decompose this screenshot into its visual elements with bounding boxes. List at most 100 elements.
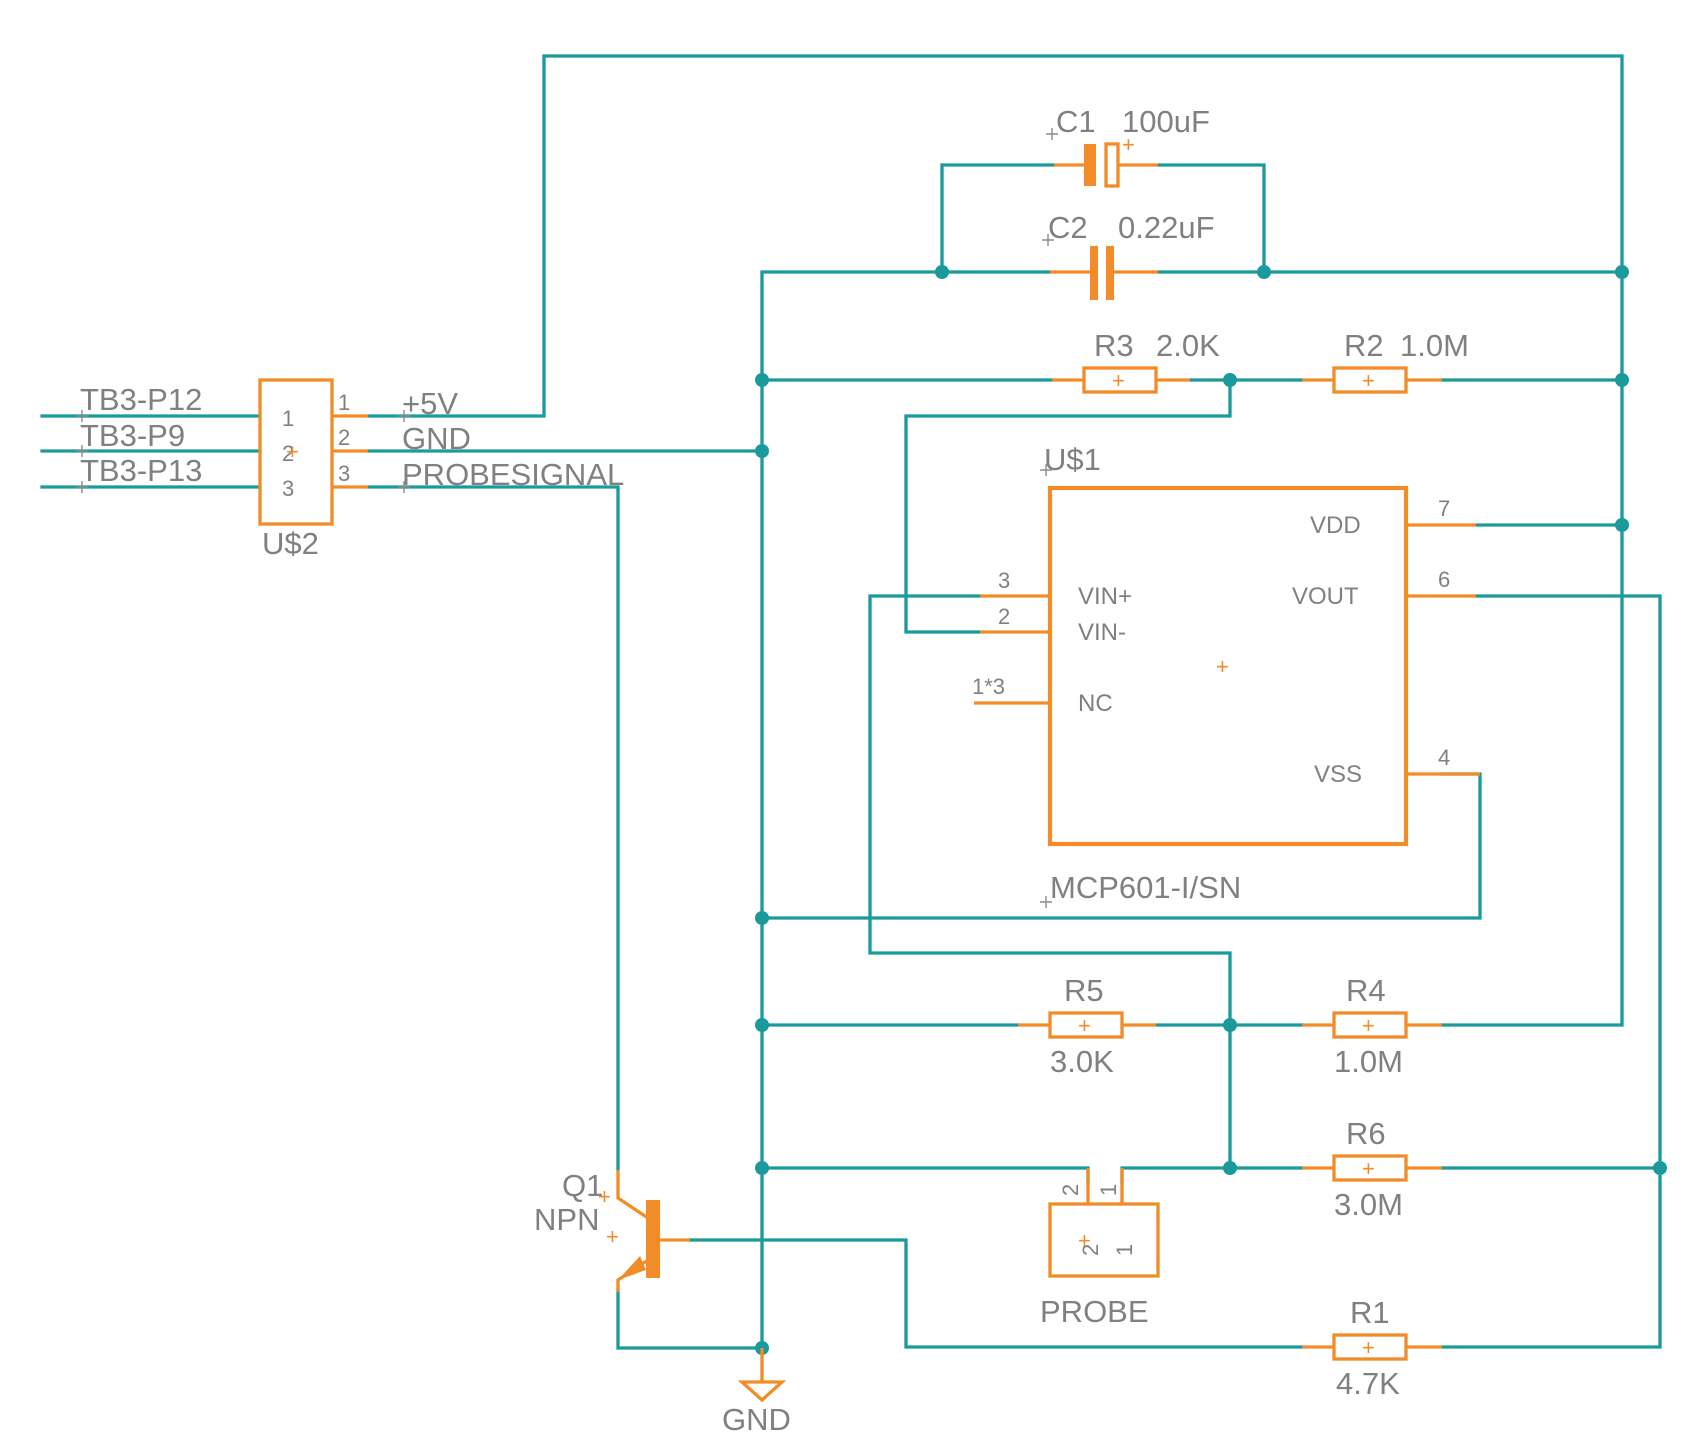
opamp-u1-pinname-vin-minus: VIN- — [1078, 619, 1126, 646]
origin-cross: + — [1362, 1335, 1375, 1360]
ground-symbol[interactable]: GND — [722, 1348, 791, 1436]
r3-value: 2.0K — [1156, 328, 1220, 363]
opamp-u1-pinnum-4: 4 — [1438, 745, 1450, 770]
resistor-r1[interactable]: + R1 4.7K — [1302, 1295, 1442, 1401]
c1-plate-pos — [1104, 142, 1120, 188]
junction — [1223, 1161, 1237, 1175]
net-label-5v: +5V — [402, 386, 458, 421]
opamp-u1-pinnum-6: 6 — [1438, 567, 1450, 592]
origin-cross — [1040, 896, 1052, 908]
capacitor-c2[interactable]: C2 0.22uF — [1048, 210, 1215, 300]
origin-cross — [76, 410, 88, 422]
wire-vin-minus — [904, 378, 1232, 634]
connector-u2-inner-1: 1 — [282, 406, 294, 431]
junction — [1615, 265, 1629, 279]
net-label-tb3-p12: TB3-P12 — [80, 382, 202, 417]
junction — [1653, 1161, 1667, 1175]
origin-cross — [1040, 464, 1052, 476]
opamp-u1-pinname-vdd: VDD — [1310, 512, 1361, 539]
c1-polarity-icon: + — [1122, 132, 1135, 157]
gnd-label: GND — [722, 1402, 791, 1436]
junction — [1615, 373, 1629, 387]
origin-cross — [1046, 128, 1058, 140]
wire-probesignal — [366, 485, 620, 1172]
net-label-tb3-p13: TB3-P13 — [80, 453, 202, 488]
junction — [1223, 1018, 1237, 1032]
r1-name: R1 — [1350, 1295, 1390, 1330]
q1-name: Q1 — [562, 1168, 603, 1203]
origin-cross — [76, 445, 88, 457]
junction — [755, 444, 769, 458]
origin-cross: + — [598, 1184, 611, 1209]
connector-u2[interactable]: 1 2 3 1 2 3 + U$2 TB3-P12 TB3-P9 TB3-P13… — [80, 378, 624, 561]
wire-vout — [1440, 594, 1662, 1349]
r6-name: R6 — [1346, 1116, 1386, 1151]
connector-u2-inner-3: 3 — [282, 476, 294, 501]
wire-q1-emitter — [616, 1288, 764, 1350]
gnd-triangle-icon — [737, 1380, 787, 1403]
opamp-u1-pinname-vout: VOUT — [1292, 583, 1359, 610]
origin-cross: + — [1078, 1228, 1091, 1253]
opamp-u1-value: MCP601-I/SN — [1050, 870, 1241, 905]
net-label-probesignal: PROBESIGNAL — [402, 457, 624, 492]
opamp-u1-body — [1047, 485, 1409, 847]
q1-value: NPN — [534, 1202, 599, 1237]
resistor-r2[interactable]: + R2 1.0M — [1302, 328, 1469, 394]
c2-name: C2 — [1048, 210, 1088, 245]
origin-cross: + — [1112, 368, 1125, 393]
opamp-u1-pinname-nc: NC — [1078, 690, 1113, 717]
q1-collector-lead — [616, 1170, 649, 1220]
c1-value: 100uF — [1122, 104, 1210, 139]
probe-inner-1: 1 — [1112, 1244, 1137, 1256]
opamp-u1-pinnum-7: 7 — [1438, 496, 1450, 521]
opamp-u1-name: U$1 — [1044, 442, 1101, 477]
connector-u2-pinnum-3: 3 — [338, 461, 350, 486]
c2-plate-left — [1090, 246, 1098, 300]
resistor-r4[interactable]: + R4 1.0M — [1302, 973, 1442, 1079]
opamp-u1-pinnum-3: 3 — [998, 568, 1010, 593]
opamp-u1[interactable]: U$1 MCP601-I/SN + 3 2 1*3 VIN+ VIN- NC 7… — [972, 442, 1480, 905]
junction — [755, 1161, 769, 1175]
wires — [40, 54, 1662, 1350]
c2-value: 0.22uF — [1118, 210, 1215, 245]
c2-plate-right — [1106, 246, 1114, 300]
r4-value: 1.0M — [1334, 1044, 1403, 1079]
net-label-tb3-p9: TB3-P9 — [80, 418, 185, 453]
capacitor-c1[interactable]: + C1 100uF — [1054, 104, 1210, 188]
wire-c1-left — [940, 163, 1056, 274]
connector-u2-pinnum-1: 1 — [338, 390, 350, 415]
wire-probe-pin2 — [760, 1166, 1090, 1184]
junction — [755, 1018, 769, 1032]
probe-body — [1048, 1202, 1160, 1278]
opamp-u1-pinname-vss: VSS — [1314, 761, 1362, 788]
q1-base-bar — [646, 1200, 660, 1278]
origin-markers — [76, 128, 1058, 908]
origin-cross: + — [1216, 654, 1229, 679]
probe-pinnum-1: 1 — [1096, 1184, 1121, 1196]
junction — [755, 373, 769, 387]
probe-name: PROBE — [1040, 1294, 1149, 1329]
origin-cross: + — [1078, 1013, 1091, 1038]
wire-c1-right — [1156, 163, 1266, 274]
r5-value: 3.0K — [1050, 1044, 1114, 1079]
origin-cross: + — [1362, 368, 1375, 393]
origin-cross: + — [1362, 1156, 1375, 1181]
junction — [1615, 518, 1629, 532]
resistor-r6[interactable]: + R6 3.0M — [1302, 1116, 1442, 1222]
opamp-u1-pinname-vin-plus: VIN+ — [1078, 583, 1132, 610]
resistor-r5[interactable]: + R5 3.0K — [1018, 973, 1156, 1079]
wire-5v-top — [366, 54, 1624, 1027]
r2-value: 1.0M — [1400, 328, 1469, 363]
r3-name: R3 — [1094, 328, 1134, 363]
resistor-r3[interactable]: + R3 2.0K — [1052, 328, 1220, 394]
junction — [755, 911, 769, 925]
c1-name: C1 — [1056, 104, 1096, 139]
r1-value: 4.7K — [1336, 1366, 1400, 1401]
transistor-q1[interactable]: Q1 NPN + + — [534, 1168, 690, 1292]
origin-cross: + — [286, 439, 299, 464]
probe-connector[interactable]: 2 1 2 1 + PROBE — [1040, 1168, 1160, 1329]
junctions — [755, 265, 1667, 1355]
origin-cross — [398, 410, 410, 422]
origin-cross — [1042, 234, 1054, 246]
